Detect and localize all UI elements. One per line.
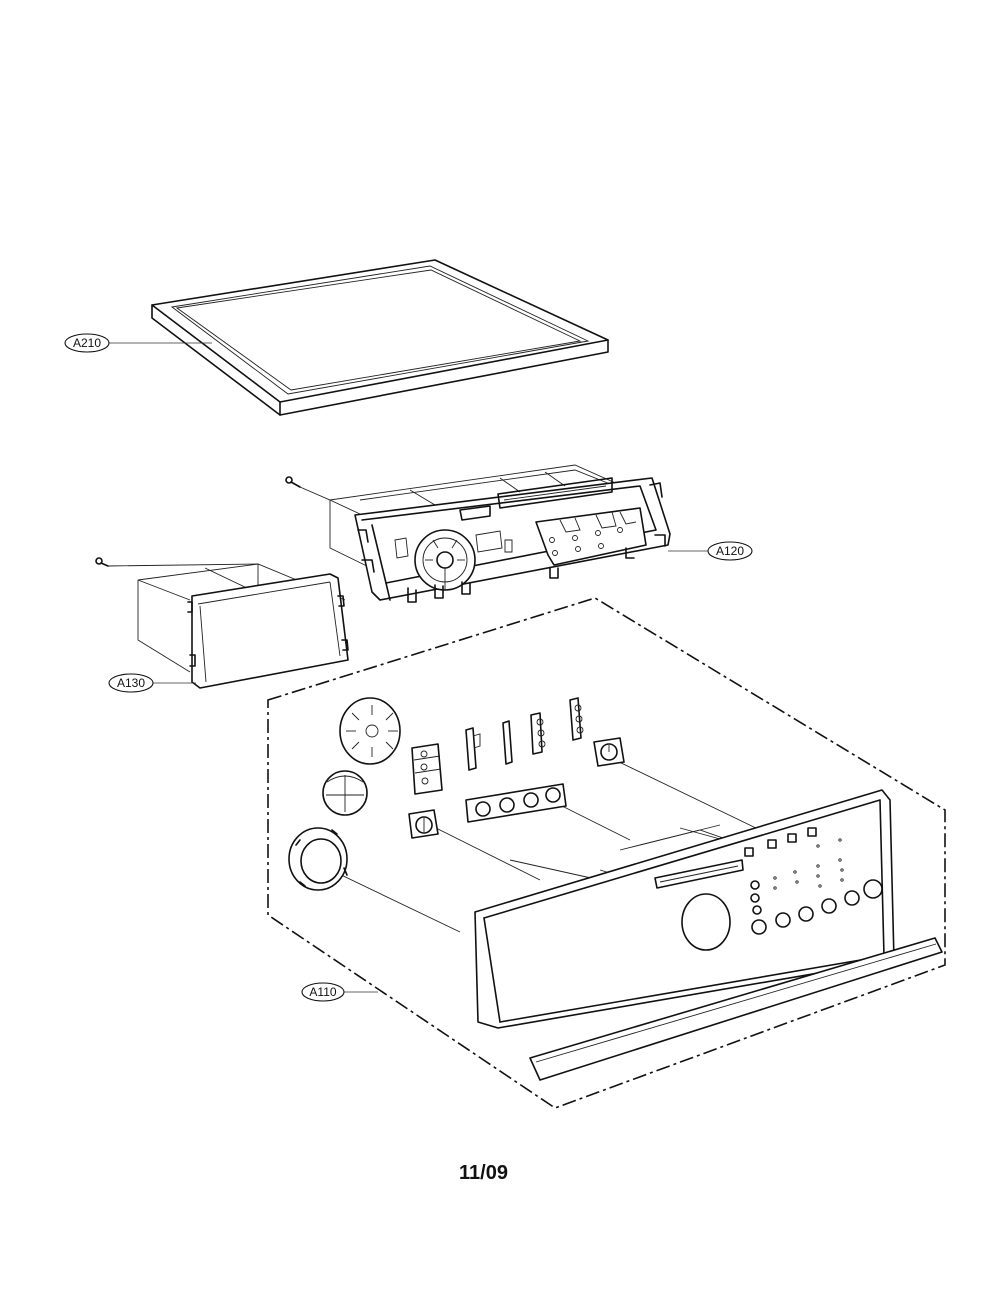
control-panel-assembly: [267, 597, 946, 1109]
button-strip-part: [465, 783, 567, 823]
knob-ring-part: [288, 827, 348, 891]
callout-a130: A130: [108, 673, 196, 693]
knob-cap-part: [322, 770, 368, 816]
pcb-cover-part: [95, 557, 349, 689]
top-cover-part: [151, 259, 609, 416]
footer-date-code: 11/09: [459, 1162, 508, 1184]
button-holder-part: [411, 743, 443, 795]
button-bar-parts: [465, 697, 584, 771]
callout-a210: A210: [64, 333, 212, 353]
panel-trim-strip: [529, 937, 943, 1081]
control-panel-front: [474, 789, 895, 1029]
dial-disc-part: [339, 697, 401, 765]
power-knob-part: [593, 737, 625, 767]
callout-a110: A110: [301, 982, 378, 1002]
screw-icon: [285, 476, 301, 488]
callout-a120: A120: [668, 541, 753, 561]
callout-a130-label: A130: [117, 676, 145, 690]
callout-a210-label: A210: [73, 336, 101, 350]
screw-icon: [95, 557, 109, 567]
control-pcb-part: [285, 464, 671, 603]
callout-a110-label: A110: [309, 985, 336, 999]
callout-a120-label: A120: [716, 544, 744, 558]
selector-knob-part: [408, 809, 439, 839]
